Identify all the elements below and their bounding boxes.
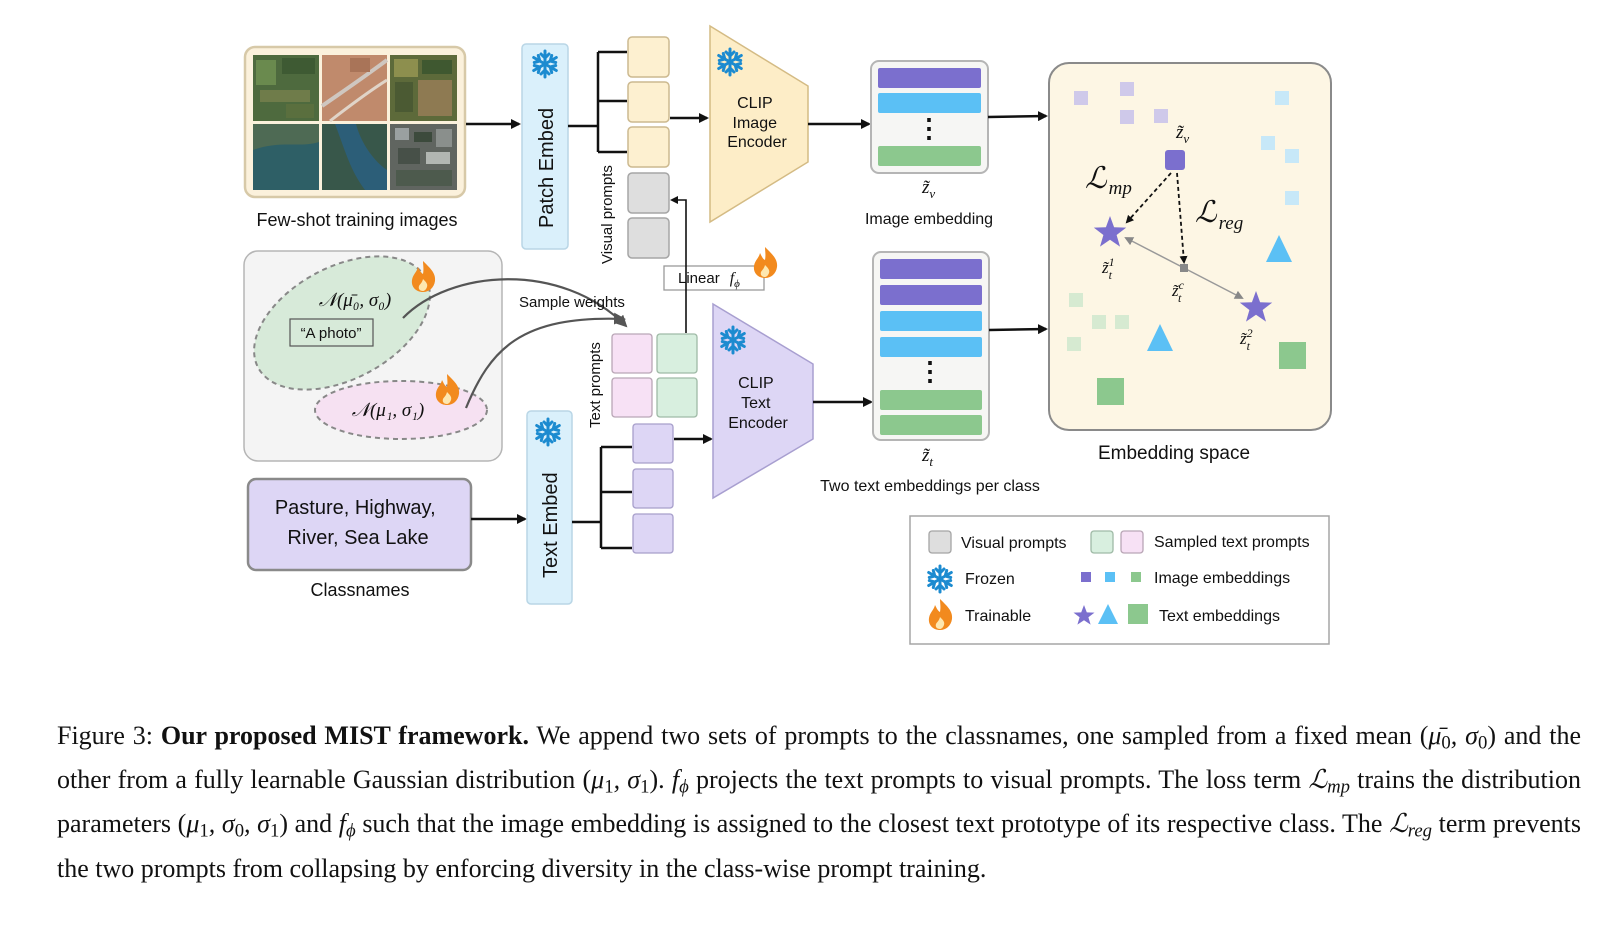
image-embedding-box: ⋮ xyxy=(870,60,989,174)
svg-text:Pasture, Highway, River,: Pasture, Highway, River, Sea Lake xyxy=(275,497,441,549)
image-embedding-label: Image embedding xyxy=(865,211,993,228)
figure-caption: Figure 3: Our proposed MIST framework. W… xyxy=(57,721,1582,883)
clip-text-encoder: CLIP Text Encoder xyxy=(712,302,814,500)
legend-text-embeddings: Text embeddings xyxy=(1159,608,1280,625)
satellite-tile-highway xyxy=(320,55,389,123)
dist1-label: 𝒩(μ₁, σ₁) xyxy=(352,400,424,421)
text-embedding-square-1 xyxy=(1097,378,1124,405)
visual-prompt-stack xyxy=(627,36,670,259)
text-embedding-square-2 xyxy=(1279,342,1306,369)
text-embedding-star-1 xyxy=(1093,216,1127,247)
satellite-tile-pasture xyxy=(253,55,319,121)
few-shot-label: Few-shot training images xyxy=(256,210,457,230)
svg-text:⋮: ⋮ xyxy=(917,356,943,386)
image-embedding-point xyxy=(1165,150,1185,170)
z-v-symbol: z̃v xyxy=(921,177,935,201)
z-v-point-label: z̃v xyxy=(1175,122,1189,146)
classnames-label: Classnames xyxy=(310,580,409,600)
text-embed-label: Text Embed xyxy=(540,472,562,578)
legend-frozen: Frozen xyxy=(965,571,1015,588)
text-embedding-star-2 xyxy=(1239,291,1273,322)
sample-weights-label: Sample weights xyxy=(519,294,625,311)
text-prototype-center xyxy=(1180,264,1188,272)
classnames-box: Pasture, Highway, River, Sea Lake xyxy=(246,477,473,572)
class-token-stack xyxy=(632,423,674,554)
fire-icon xyxy=(753,247,778,278)
satellite-tile-industrial xyxy=(390,124,457,190)
legend-visual-prompt-swatch xyxy=(928,530,952,554)
text-embedding-triangle-1 xyxy=(1266,235,1292,262)
satellite-tile-farmland xyxy=(390,55,457,121)
legend-pink-swatch xyxy=(1120,530,1144,554)
dist0-label: 𝒩(μ̄₀, σ₀) xyxy=(319,290,391,311)
satellite-tile-sea-lake xyxy=(253,124,319,190)
visual-prompts-vertical-label: Visual prompts xyxy=(599,165,616,264)
clip-image-encoder: CLIP Image Encoder xyxy=(709,24,809,224)
legend-sampled-text-prompts: Sampled text prompts xyxy=(1154,534,1310,551)
svg-text:CLIP Image Encoder: CLIP Image Encoder xyxy=(727,95,787,151)
two-text-embeddings-label: Two text embeddings per class xyxy=(820,478,1040,495)
text-embed-block: Text Embed xyxy=(526,410,573,605)
patch-embed-label: Patch Embed xyxy=(536,108,558,228)
legend-visual-prompts: Visual prompts xyxy=(961,535,1067,552)
z-t-symbol: z̃t xyxy=(921,445,933,469)
embedding-space-label: Embedding space xyxy=(1098,443,1250,464)
few-shot-images xyxy=(243,45,467,199)
legend-mint-swatch xyxy=(1090,530,1114,554)
text-embedding-triangle-2 xyxy=(1147,324,1173,351)
legend-image-embeddings: Image embeddings xyxy=(1154,570,1290,587)
svg-text:⋮: ⋮ xyxy=(916,113,942,143)
patch-embed-block: Patch Embed xyxy=(521,43,569,250)
legend-trainable: Trainable xyxy=(965,608,1031,625)
text-prompts-vertical-label: Text prompts xyxy=(587,342,604,428)
mist-framework-diagram: Few-shot training images Patch Embed Vis… xyxy=(243,24,1332,645)
text-embedding-box: ⋮ xyxy=(872,251,990,441)
a-photo-box xyxy=(289,318,374,347)
satellite-tile-river xyxy=(322,124,387,190)
legend: Visual prompts Sampled text prompts Froz… xyxy=(909,515,1330,645)
svg-text:CLIP Text Encoder: CLIP Text Encoder xyxy=(728,375,788,432)
a-photo-label: “A photo” xyxy=(301,325,362,342)
text-prompt-grid xyxy=(611,333,698,418)
faded-image-embeddings xyxy=(1067,82,1299,351)
distribution-panel: 𝒩(μ̄₀, σ₀) “A photo” 𝒩(μ₁, σ₁) xyxy=(243,250,503,462)
